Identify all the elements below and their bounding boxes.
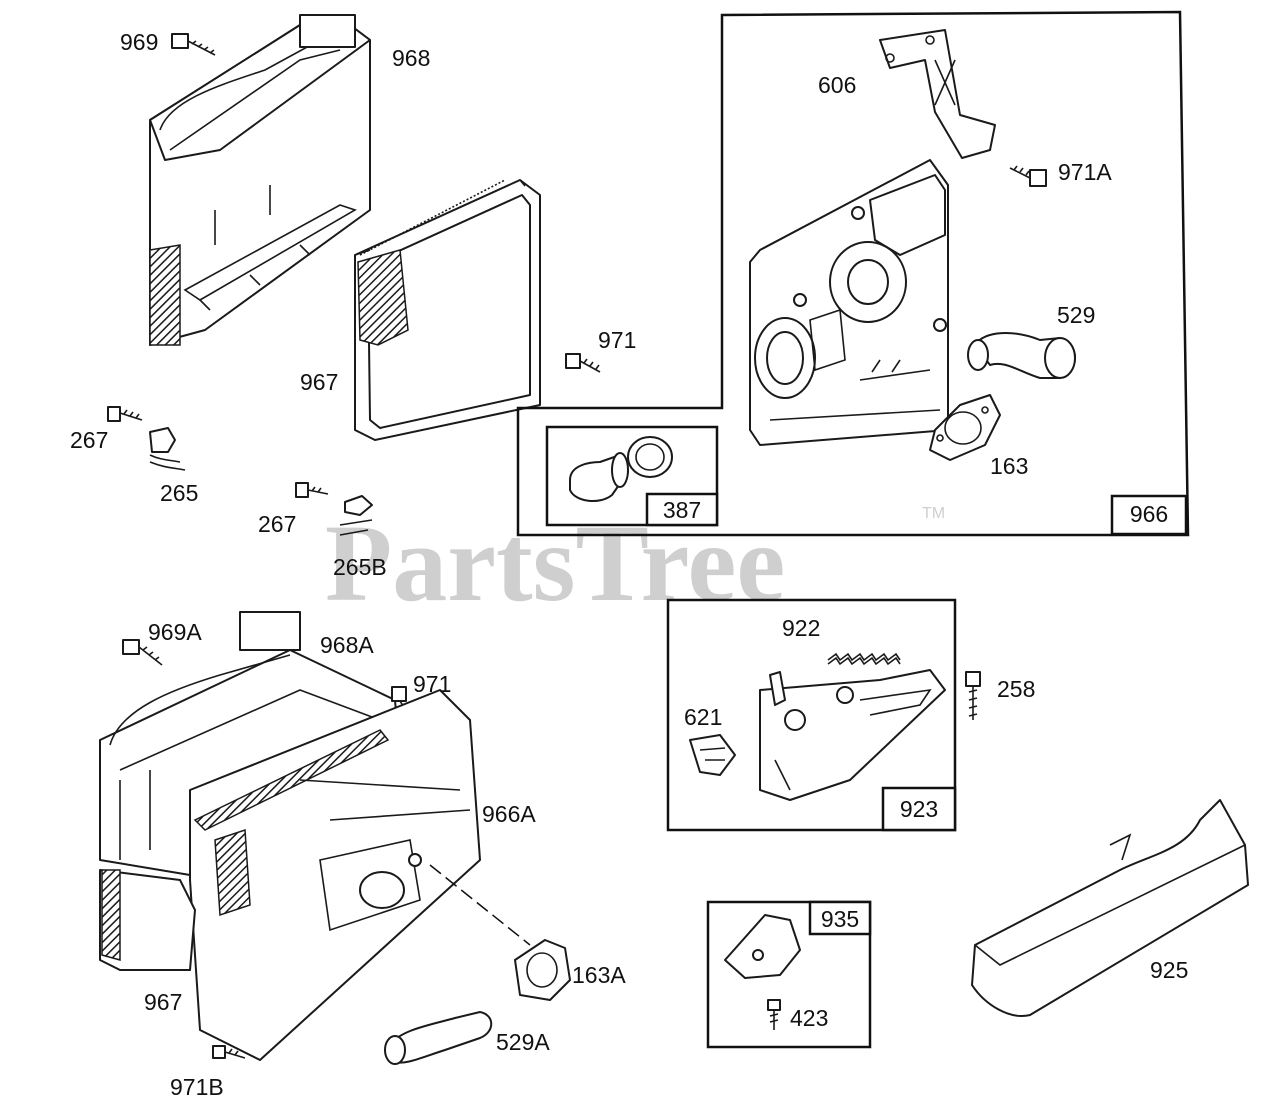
gasket-163 <box>929 394 1001 461</box>
callout-967-upper: 967 <box>300 369 338 395</box>
callout-971-upper: 971 <box>598 327 636 353</box>
leader-dashed <box>429 864 531 946</box>
screw-423 <box>767 999 781 1030</box>
callout-966A: 966A <box>482 801 536 827</box>
callout-163: 163 <box>990 453 1028 479</box>
callout-971B: 971B <box>170 1074 224 1100</box>
callout-267-right: 267 <box>258 511 296 537</box>
clip-265 <box>149 427 186 471</box>
screw-971-upper <box>565 353 601 373</box>
gasket-163A <box>514 939 571 1001</box>
callout-606: 606 <box>818 72 856 98</box>
kit-966-label: 966 <box>1130 501 1168 527</box>
switch-bracket <box>724 914 801 979</box>
screw-969 <box>171 33 216 56</box>
screw-971B <box>212 1045 246 1059</box>
callout-267-left: 267 <box>70 427 108 453</box>
clip-265B <box>339 495 373 536</box>
primer-bulb <box>569 452 629 502</box>
air-cleaner-base-upper <box>149 14 371 346</box>
screw-969A <box>122 639 163 666</box>
callout-258: 258 <box>997 676 1035 702</box>
kit-387-label: 387 <box>663 497 701 523</box>
callout-529: 529 <box>1057 302 1095 328</box>
elbow-529 <box>967 332 1076 379</box>
screw-267-right <box>295 482 329 498</box>
callout-971A: 971A <box>1058 159 1112 185</box>
callout-968: 968 <box>392 45 430 71</box>
screw-971A <box>1009 165 1047 187</box>
air-filter-upper <box>354 179 541 441</box>
carburetor-body-lower <box>189 689 481 1061</box>
kit-box-966: 966 <box>516 10 1190 537</box>
callout-922: 922 <box>782 615 820 641</box>
carburetor-body <box>749 159 949 446</box>
callout-423: 423 <box>790 1005 828 1031</box>
spring-922 <box>827 652 901 666</box>
callout-971-lower: 971 <box>413 671 451 697</box>
callout-925: 925 <box>1150 957 1188 983</box>
kit-box-387: 387 <box>545 425 719 527</box>
governor-bracket <box>759 669 946 801</box>
air-filter-lower <box>99 869 196 971</box>
callout-labels: 969 968 967 267 265 267 265B 971 606 971… <box>70 29 1188 1100</box>
watermark-trademark: TM <box>922 505 945 522</box>
callout-967-lower: 967 <box>144 989 182 1015</box>
primer-retainer <box>627 436 673 478</box>
callout-621: 621 <box>684 704 722 730</box>
callout-529A: 529A <box>496 1029 550 1055</box>
callout-969: 969 <box>120 29 158 55</box>
clip-621 <box>689 734 736 776</box>
kit-935-label: 935 <box>821 906 859 932</box>
callout-969A: 969A <box>148 619 202 645</box>
callout-968A: 968A <box>320 632 374 658</box>
kit-box-935: 935 <box>706 900 872 1049</box>
screw-258 <box>965 671 981 720</box>
bracket-606 <box>879 29 996 159</box>
kit-923-label: 923 <box>900 796 938 822</box>
elbow-529A <box>384 1011 493 1065</box>
cover-925 <box>971 799 1249 1017</box>
callout-163A: 163A <box>572 962 626 988</box>
kit-box-923: 923 <box>666 598 957 832</box>
callout-265: 265 <box>160 480 198 506</box>
callout-265B: 265B <box>333 554 387 580</box>
screw-267-left <box>107 406 143 422</box>
